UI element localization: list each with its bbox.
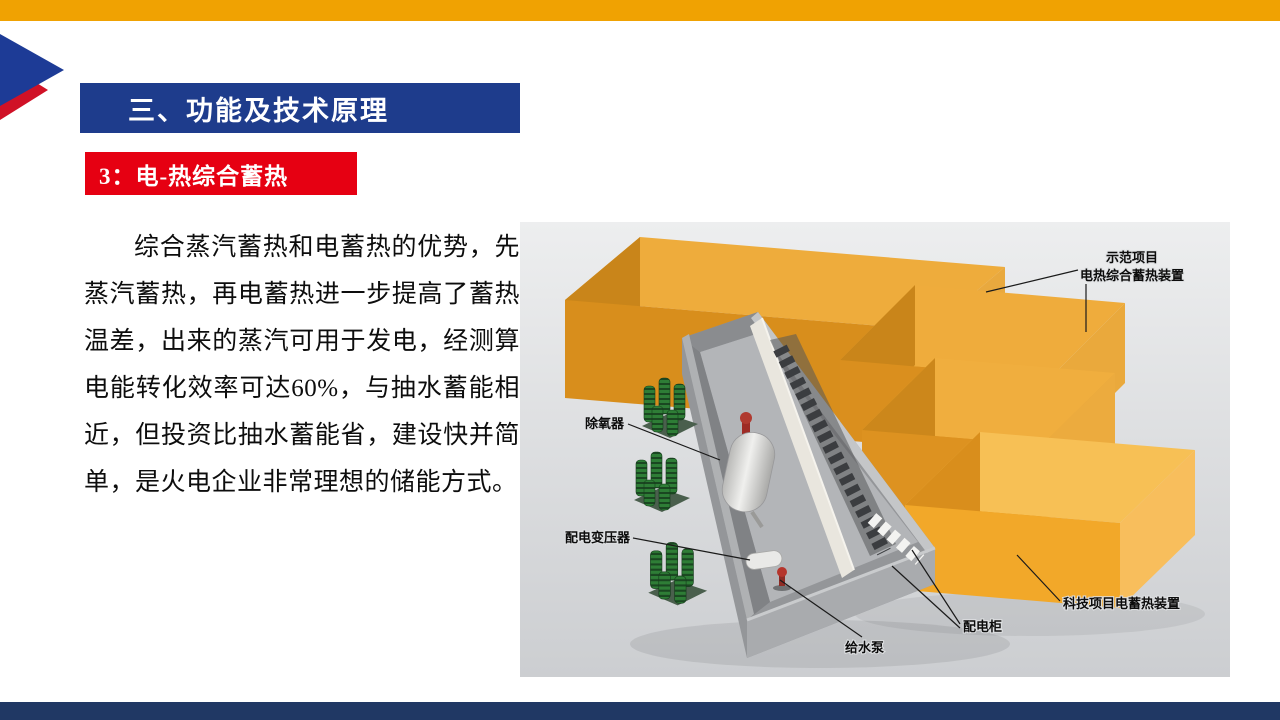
top-accent-bar — [0, 0, 1280, 21]
bottom-accent-bar — [0, 702, 1280, 720]
callout-tech-project: 科技项目电蓄热装置 — [1016, 554, 1181, 612]
green-equipment-1 — [642, 377, 698, 438]
green-equipment-2 — [634, 451, 690, 512]
leader-line-deaerator — [627, 423, 721, 461]
section-title: 三、功能及技术原理 — [128, 95, 389, 126]
feedwater-pump-unit — [773, 567, 791, 591]
blue-arrow-shape — [0, 34, 64, 106]
arrow-decoration — [0, 34, 64, 120]
label-transformer: 配电变压器 — [565, 530, 631, 545]
label-power-cabinet: 配电柜 — [963, 619, 1002, 634]
illustration-canvas: 示范项目 电热综合蓄热装置 除氧器 配电变压器 给水泵 配电柜 — [520, 222, 1230, 677]
topic-title: 3：电-热综合蓄热 — [99, 163, 289, 189]
topic-title-banner: 3：电-热综合蓄热 — [85, 152, 357, 195]
leader-line-transformer — [632, 537, 751, 561]
callout-power-cabinet: 配电柜 — [891, 549, 1003, 635]
label-deaerator: 除氧器 — [585, 416, 625, 431]
divider-wall — [750, 318, 854, 578]
section-title-banner: 三、功能及技术原理 — [80, 83, 520, 133]
callout-feedwater-pump: 给水泵 — [779, 579, 885, 656]
label-feedwater-pump: 给水泵 — [845, 640, 884, 655]
label-demo-project-line1: 示范项目 — [1106, 250, 1158, 265]
label-demo-project-line2: 电热综合蓄热装置 — [1080, 268, 1184, 283]
leader-line-cabinet-1 — [911, 549, 961, 625]
callout-deaerator: 除氧器 — [584, 415, 721, 461]
container-shadow — [630, 620, 1010, 668]
leader-line-tech — [1016, 554, 1061, 602]
body-paragraph: 综合蒸汽蓄热和电蓄热的优势，先蒸汽蓄热，再电蓄热进一步提高了蓄热温差，出来的蒸汽… — [84, 234, 520, 496]
deaerator-tank — [721, 412, 776, 529]
heating-modules — [773, 344, 891, 556]
leader-line-demo-1 — [985, 269, 1079, 293]
callout-transformer: 配电变压器 — [564, 529, 751, 561]
leader-line-pump — [779, 579, 863, 638]
facility-3d-illustration: 示范项目 电热综合蓄热装置 除氧器 配电变压器 给水泵 配电柜 — [520, 222, 1230, 677]
leader-line-cabinet-2 — [891, 565, 961, 629]
white-cabinets — [867, 513, 925, 565]
label-tech-project: 科技项目电蓄热装置 — [1063, 596, 1180, 611]
storage-box-4 — [905, 432, 1195, 608]
callout-demo-project: 示范项目 电热综合蓄热装置 — [985, 249, 1185, 332]
distribution-transformer-unit — [745, 550, 783, 570]
green-equipment-3 — [648, 542, 708, 606]
